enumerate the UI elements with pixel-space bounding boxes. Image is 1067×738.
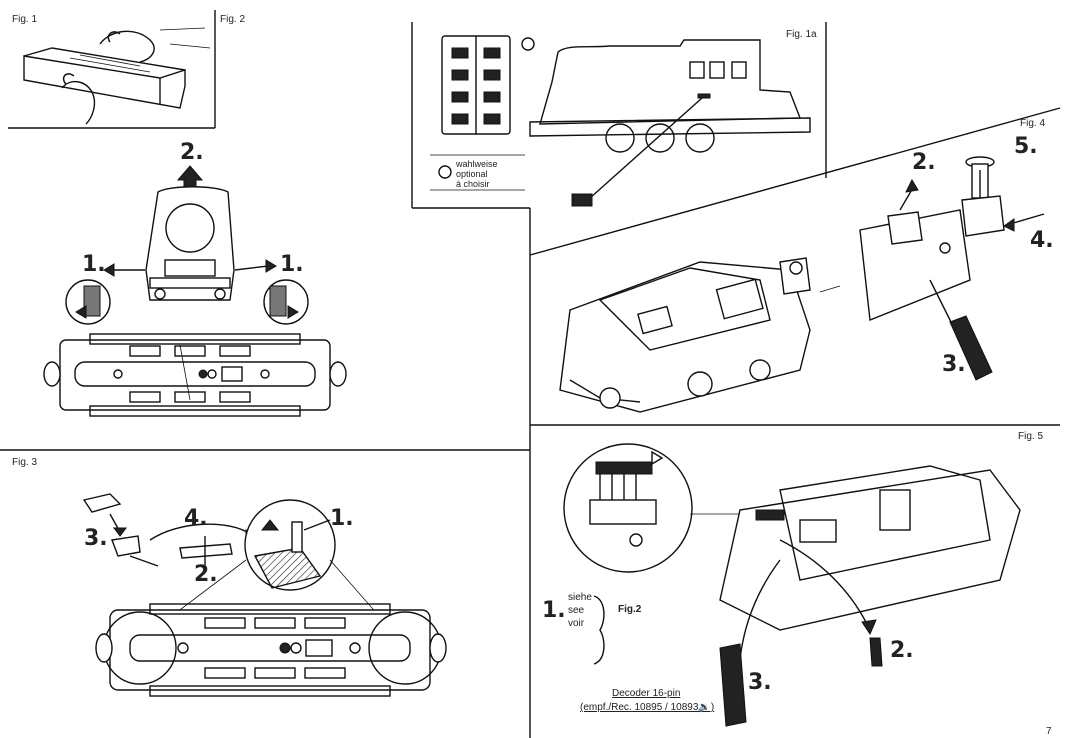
fig5-step-2: 2. [890, 638, 914, 663]
fig2-cab-front [65, 165, 309, 325]
decoder-title: Decoder 16-pin [612, 688, 681, 699]
fig2-loco-underside [43, 333, 347, 417]
panel-dividers [0, 10, 1061, 738]
fig3-coupler-detail [82, 493, 336, 591]
legend-line-1: wahlweise [456, 159, 498, 169]
fig5-ref-line-3: voir [568, 618, 585, 629]
fig1a-label: Fig. 1a [786, 29, 817, 40]
fig5-decoder-install [563, 443, 1021, 727]
fig4-step-5: 5. [1014, 134, 1038, 159]
fig4-step-4: 4. [1030, 228, 1054, 253]
fig4-step-3: 3. [942, 352, 966, 377]
fig3-step-1: 1. [330, 506, 354, 531]
legend-line-3: à choisir [456, 179, 490, 189]
fig3-step-4: 4. [184, 506, 208, 531]
fig5-step-3: 3. [748, 670, 772, 695]
fig3-step-2: 2. [194, 562, 218, 587]
legend-line-2: optional [456, 169, 488, 179]
decoder-recommendation: (empf./Rec. 10895 / 10893🔉) [580, 702, 715, 713]
fig5-ref-target: Fig.2 [618, 604, 642, 615]
page-number: 7 [1046, 726, 1052, 737]
fig1a-loco-side [529, 39, 811, 207]
fig2-step-1-left: 1. [82, 252, 106, 277]
fig5-ref-line-1: siehe [568, 592, 592, 603]
fig5-label: Fig. 5 [1018, 431, 1044, 442]
fig4-loco-exploded [559, 156, 1045, 413]
fig2-step-1-right: 1. [280, 252, 304, 277]
fig4-step-2: 2. [912, 150, 936, 175]
fig2-label: Fig. 2 [220, 14, 246, 25]
fig1a-parts-sprue [430, 35, 535, 191]
fig2-step-2: 2. [180, 140, 204, 165]
fig3-label: Fig. 3 [12, 457, 38, 468]
fig5-step-1: 1. [542, 598, 566, 623]
fig5-ref-line-2: see [568, 605, 585, 616]
fig4-label: Fig. 4 [1020, 118, 1046, 129]
fig1-box-illustration [23, 27, 211, 125]
fig3-loco-underside [95, 559, 447, 697]
fig3-step-3: 3. [84, 526, 108, 551]
fig1-label: Fig. 1 [12, 14, 38, 25]
